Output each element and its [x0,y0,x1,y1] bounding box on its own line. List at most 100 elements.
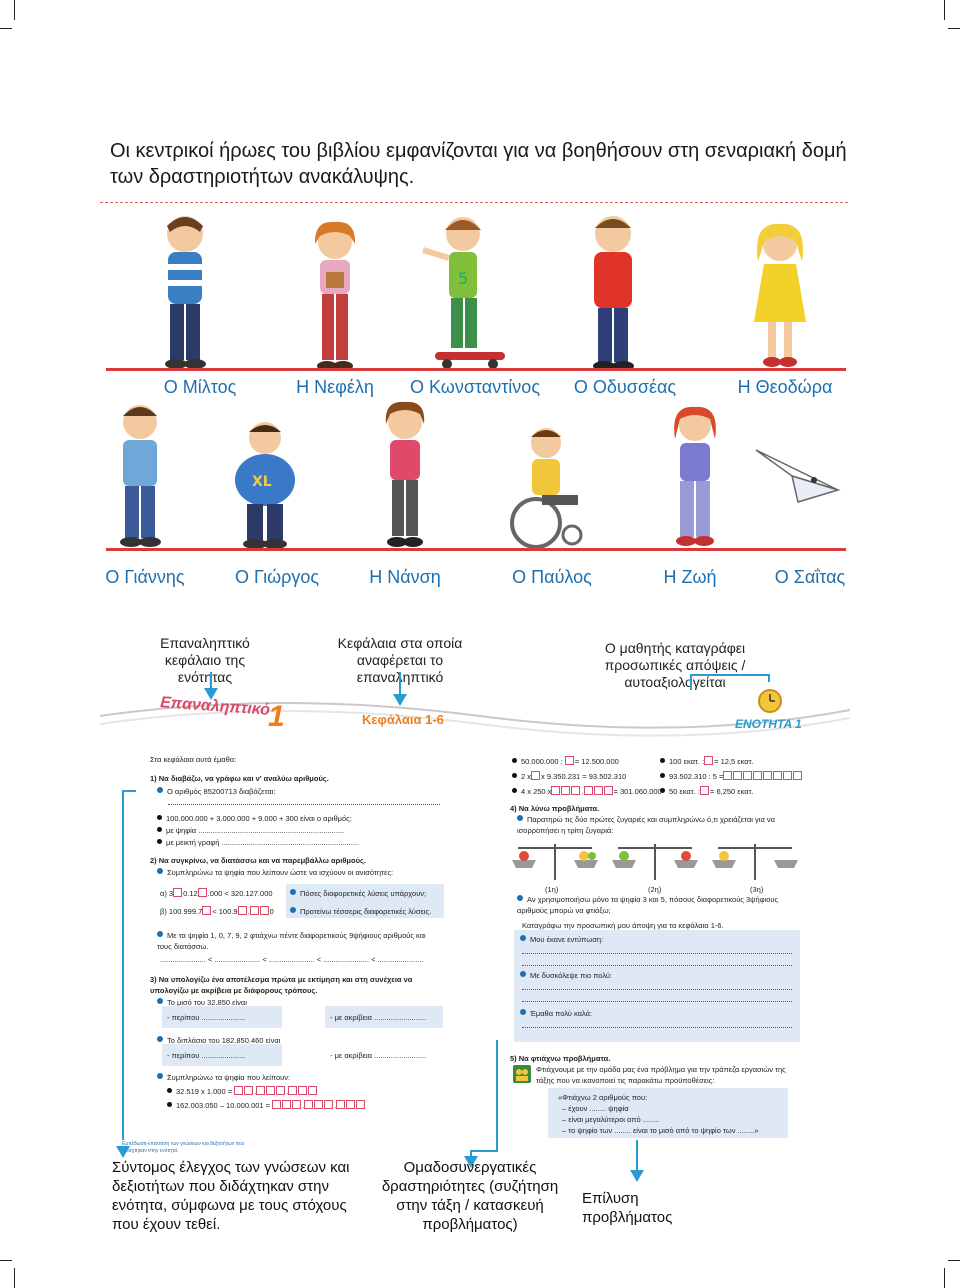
q3-complete: Συμπληρώνω τα ψηφία που λείπουν: [157,1072,290,1083]
footnote: Εμπέδωση-επέκταση των γνώσεων και δεξιοτ… [122,1141,245,1154]
arrow-line [768,674,770,682]
hero-figure-theodora [754,223,806,367]
red-baseline [106,548,846,551]
q3-exact-1: - με ακρίβεια ......................... [330,1013,427,1022]
eq-5: 93.502.310 : 5 = [660,771,803,782]
q3-c1: 32.519 x 1.000 = .. [167,1086,318,1097]
hero-name-saitas: Ο Σαΐτας [774,567,846,587]
crop-mark [14,1268,15,1288]
q3-c2: 162.003.050 – 10.000.001 = .. [167,1100,366,1111]
q3-exact-panel [325,1006,443,1028]
crop-mark [944,0,945,20]
eq-4: 100 εκατ. := 12,5 εκατ. [660,756,754,767]
answer-line [522,980,792,990]
arrow-line [122,790,124,1140]
q4-scales-task: Παρατηρώ τις δύο πρώτες ζυγαριές και συμ… [517,815,775,835]
scale-label-2: (2η) [648,885,662,894]
q1-digits: με ψηφία ...............................… [157,825,442,836]
hero-figure-konstantinos: 5 [422,217,505,369]
q3-half: Το μισό του 32.850 είναι [157,997,247,1008]
legend-self-assessment: Ο μαθητής καταγράφει προσωπικές απόψεις … [604,640,746,690]
scale-label-1: (1η) [545,885,559,894]
crop-mark [944,1268,945,1288]
q3-title: 3) Να υπολογίζω ένα αποτέλεσμα πρώτα με … [150,975,413,995]
q1-title: 1) Να διαβάζω, να γράφω και ν' αναλύω αρ… [150,774,329,783]
q2-beta: β) 100.999.7< 100.9.0 [160,906,274,916]
opinion-panel-1 [514,930,800,968]
opinion-panel-3 [514,1006,800,1042]
q3-approx-panel [162,1006,282,1028]
crop-mark [0,1260,12,1261]
hero-figure-pavlos [510,428,583,549]
hero-name-pavlos: Ο Παύλος [512,567,592,587]
q2-side-1: Πόσες διαφορετικές λύσεις υπάρχουν; [290,888,426,899]
q5-title: 5) Να φτιάχνω προβλήματα. [510,1054,611,1063]
answer-line [522,992,792,1002]
q3-approx-panel-2 [162,1044,282,1066]
hero-figure-nansi [385,401,425,547]
record-opinion: Καταγράφω την προσωπική μου άποψη για τα… [522,921,724,930]
banner-review-number: 1 [268,700,285,733]
divider [100,202,848,203]
hero-name-odysseas: Ο Οδυσσέας [573,377,677,397]
opinion-impressed: Μου έκανε εντύπωση: [520,934,603,945]
banner-unit: ΕΝΟΤΗΤΑ 1 [735,717,802,731]
svg-text:5: 5 [458,269,468,288]
q2-side-panel [286,884,444,918]
hero-name-zoi: Η Ζωή [663,567,717,587]
hero-figure-giannis [120,405,161,547]
legend-problem-solving: Επίλυση προβλήματος [582,1190,673,1226]
legend-knowledge-check: Σύντομος έλεγχος των γνώσεων και δεξιοτή… [112,1159,350,1233]
arrow-line [636,1140,638,1170]
q2-fill: Συμπληρώνω τα ψηφία που λείπουν ώστε να … [157,867,393,878]
q2-title: 2) Να συγκρίνω, να διατάσσω και να παρεμ… [150,856,366,865]
answer-line [522,944,792,954]
hero-name-giannis: Ο Γιάννης [105,567,185,587]
q5-line-4: – το ψηφίο των ........ είναι το μισό απ… [562,1126,759,1135]
crop-mark [948,1260,960,1261]
hero-figure-zoi [674,406,716,546]
q3-approx-2: - περίπου ..................... [167,1051,246,1060]
arrow-line [399,672,401,696]
hero-figure-miltos [165,216,206,369]
left-intro: Στα κεφάλαια αυτά έμαθα: [150,755,237,764]
svg-text:XL: XL [252,474,272,490]
q4-title: 4) Να λύνω προβλήματα. [510,804,600,813]
arrow-head [630,1170,644,1182]
opinion-hard: Με δυσκόλεψε πιο πολύ: [520,970,612,981]
hero-figure-giorgos: XL [235,422,295,549]
answer-line [168,795,440,805]
q3-exact-2: - με ακρίβεια ......................... [330,1051,427,1060]
q5-line-1: «Φτιάχνω 2 αριθμούς που: [558,1093,648,1102]
arrow-head [116,1146,130,1158]
q4-digits-task: Αν χρησιμοποιήσω μόνο τα ψηφία 3 και 5, … [517,895,779,915]
q5-panel [548,1088,788,1138]
hero-figure-odysseas [593,216,634,371]
eq-3: 4 x 250 x.= 301.060.000 [512,786,662,797]
crop-mark [948,28,960,29]
clock-icon [758,689,782,713]
hero-name-giorgos: Ο Γιώργος [234,567,320,587]
intro-text: Οι κεντρικοί ήρωες του βιβλίου εμφανίζον… [110,140,847,188]
paper-plane-saitas [755,449,841,503]
arrow-head [464,1156,478,1168]
arrow-line [690,674,692,690]
arrow-line [210,672,212,690]
group-work-icon [513,1065,531,1083]
q1-mixed: με μεικτή γραφή ........................… [157,837,442,848]
answer-line [522,1018,792,1028]
arrow-line [470,1150,498,1152]
q2-order-line: ...................... < ...............… [160,955,424,964]
q5-line-2: – έχουν ........ ψηφία [562,1104,629,1113]
arrow-head [204,688,218,700]
red-baseline [106,368,846,371]
q2-side-2: Προτείνω τέσσερις διαφορετικές λύσεις. [290,906,431,917]
hero-name-nefeli: Η Νεφέλη [296,377,374,397]
banner-wave [100,702,850,737]
q1-sum: 100.000.000 + 3.000.000 + 9.000 + 300 εί… [157,813,352,824]
q3-double: Το διπλάσιο του 182.850.460 είναι [157,1035,280,1046]
opinion-good: Έμαθα πολύ καλά: [520,1008,592,1019]
hero-name-theodora: Η Θεοδώρα [737,377,833,397]
eq-6: 50 εκατ. := 6,250 εκατ. [660,786,754,797]
